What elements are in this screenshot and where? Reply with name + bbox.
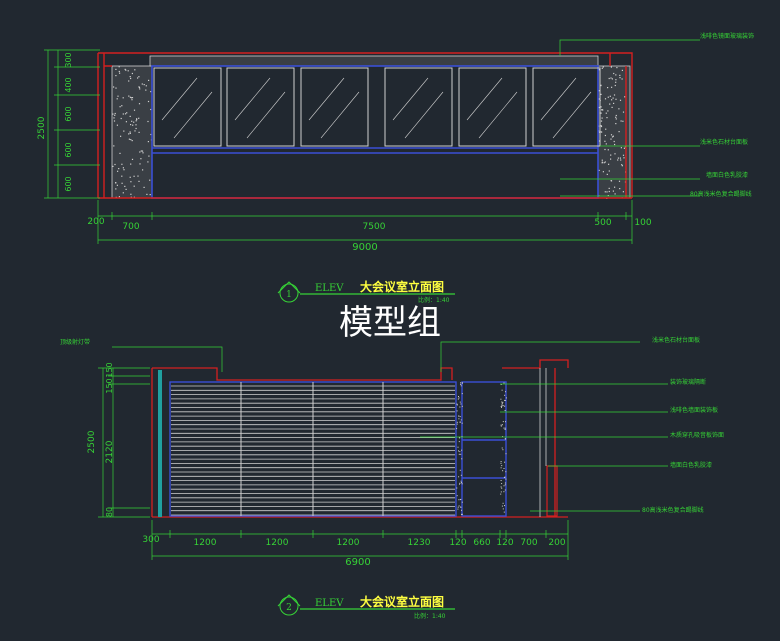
h2-dim-1: 300 [142, 535, 159, 545]
stone-pillars [111, 55, 631, 199]
h-dim-3: 7500 [363, 222, 386, 232]
title-text-2: 大会议室立面图 [360, 594, 444, 609]
v-dim-1: 300 [64, 52, 73, 67]
annotations-2: 顶级射灯带 浅米色石材台面板 装饰玻璃隔断 浅啡色墙面装饰板 木质穿孔吸音板饰面… [60, 336, 724, 514]
note-2-3: 浅啡色墙面装饰板 [670, 406, 718, 414]
scale-1: 比例：1:40 [418, 296, 450, 304]
light-strip [158, 370, 162, 517]
v-dim-total: 2500 [37, 116, 47, 139]
dimension-lines-1 [44, 49, 633, 244]
elevation-1: 300 400 600 600 600 2500 200 700 7500 50… [37, 32, 754, 304]
title-code-1: ELEV [315, 283, 344, 294]
panel-dividers [240, 382, 384, 516]
glass-pane [384, 67, 453, 147]
window-frames [151, 65, 599, 199]
note-1-2: 浅米色石材台面板 [700, 138, 748, 146]
v-dim-5: 600 [64, 176, 73, 191]
h-dim-1: 200 [87, 217, 104, 227]
watermark: 模型组 [339, 303, 441, 343]
v2-dim-1: 150 [105, 362, 114, 377]
note-2-left: 顶级射灯带 [60, 338, 90, 346]
h2-dim-2: 1200 [194, 538, 217, 548]
h-dim-2: 700 [122, 222, 139, 232]
glass-panes [153, 67, 601, 147]
wall-outline-1 [97, 52, 633, 198]
annotations-1: 浅啡色镜面玻璃装饰 浅米色石材台面板 墙面白色乳胶漆 80高浅米色复合踢脚线 [690, 32, 754, 198]
h-dim-5: 100 [634, 218, 651, 228]
title-block-2: 2 ELEV 大会议室立面图 比例：1:40 [277, 594, 455, 620]
h-dim-4: 500 [594, 218, 611, 228]
v-dim-3: 600 [64, 106, 73, 121]
vertical-dim-labels-1: 300 400 600 600 600 2500 [37, 52, 73, 191]
glass-pane [458, 67, 527, 147]
v2-dim-3: 2120 [105, 440, 115, 463]
glass-pane [153, 67, 222, 147]
horizontal-dim-labels-2: 300 1200 1200 1200 1230 120 660 120 700 … [142, 535, 565, 568]
vertical-dim-labels-2: 150 150 2120 80 2500 [87, 362, 115, 517]
h2-dim-10: 200 [548, 538, 565, 548]
title-code-2: ELEV [315, 598, 344, 609]
v-dim-4: 600 [64, 142, 73, 157]
h2-dim-5: 1230 [408, 538, 431, 548]
note-2-6: 80高浅米色复合踢脚线 [642, 506, 704, 514]
note-1-3: 墙面白色乳胶漆 [706, 171, 748, 179]
v2-dim-4: 80 [105, 507, 114, 517]
title-number-1: 1 [286, 290, 292, 300]
h2-dim-3: 1200 [266, 538, 289, 548]
h2-dim-7: 660 [473, 538, 490, 548]
h2-dim-9: 700 [520, 538, 537, 548]
note-2-2: 装饰玻璃隔断 [670, 378, 706, 386]
leader-lines-1 [559, 39, 700, 197]
h2-dim-4: 1200 [337, 538, 360, 548]
v2-dim-total: 2500 [87, 430, 97, 453]
note-1-1: 浅啡色镜面玻璃装饰 [700, 32, 754, 40]
title-block-1: 1 ELEV 大会议室立面图 比例：1:40 [277, 279, 455, 304]
glass-pane [532, 67, 601, 147]
v-dim-2: 400 [64, 77, 73, 92]
note-2-1: 浅米色石材台面板 [652, 336, 700, 344]
right-post [539, 368, 547, 517]
v2-dim-2: 150 [105, 378, 114, 393]
note-1-4: 80高浅米色复合踢脚线 [690, 190, 752, 198]
h-dim-total: 9000 [352, 242, 377, 253]
scale-2: 比例：1:40 [414, 612, 446, 620]
h2-dim-total: 6900 [345, 557, 370, 568]
title-number-2: 2 [286, 603, 292, 613]
elevation-2: 150 150 2120 80 2500 300 1200 1200 1200 … [60, 336, 724, 620]
glass-partition [461, 381, 507, 517]
title-text-1: 大会议室立面图 [360, 279, 444, 294]
stone-speckle [112, 66, 627, 199]
note-2-5: 墙面白色乳胶漆 [670, 461, 712, 469]
note-2-4: 木质穿孔吸音板饰面 [670, 431, 724, 439]
leader-lines-2 [112, 341, 668, 512]
horizontal-dim-labels-1: 200 700 7500 500 100 9000 [87, 217, 651, 253]
h2-dim-6: 120 [449, 538, 466, 548]
glass-pane [300, 67, 369, 147]
h2-dim-8: 120 [496, 538, 513, 548]
dimension-lines-2 [98, 367, 569, 560]
glass-pane [226, 67, 295, 147]
stone-edges [456, 382, 507, 515]
ceiling-profile-2 [151, 359, 569, 518]
